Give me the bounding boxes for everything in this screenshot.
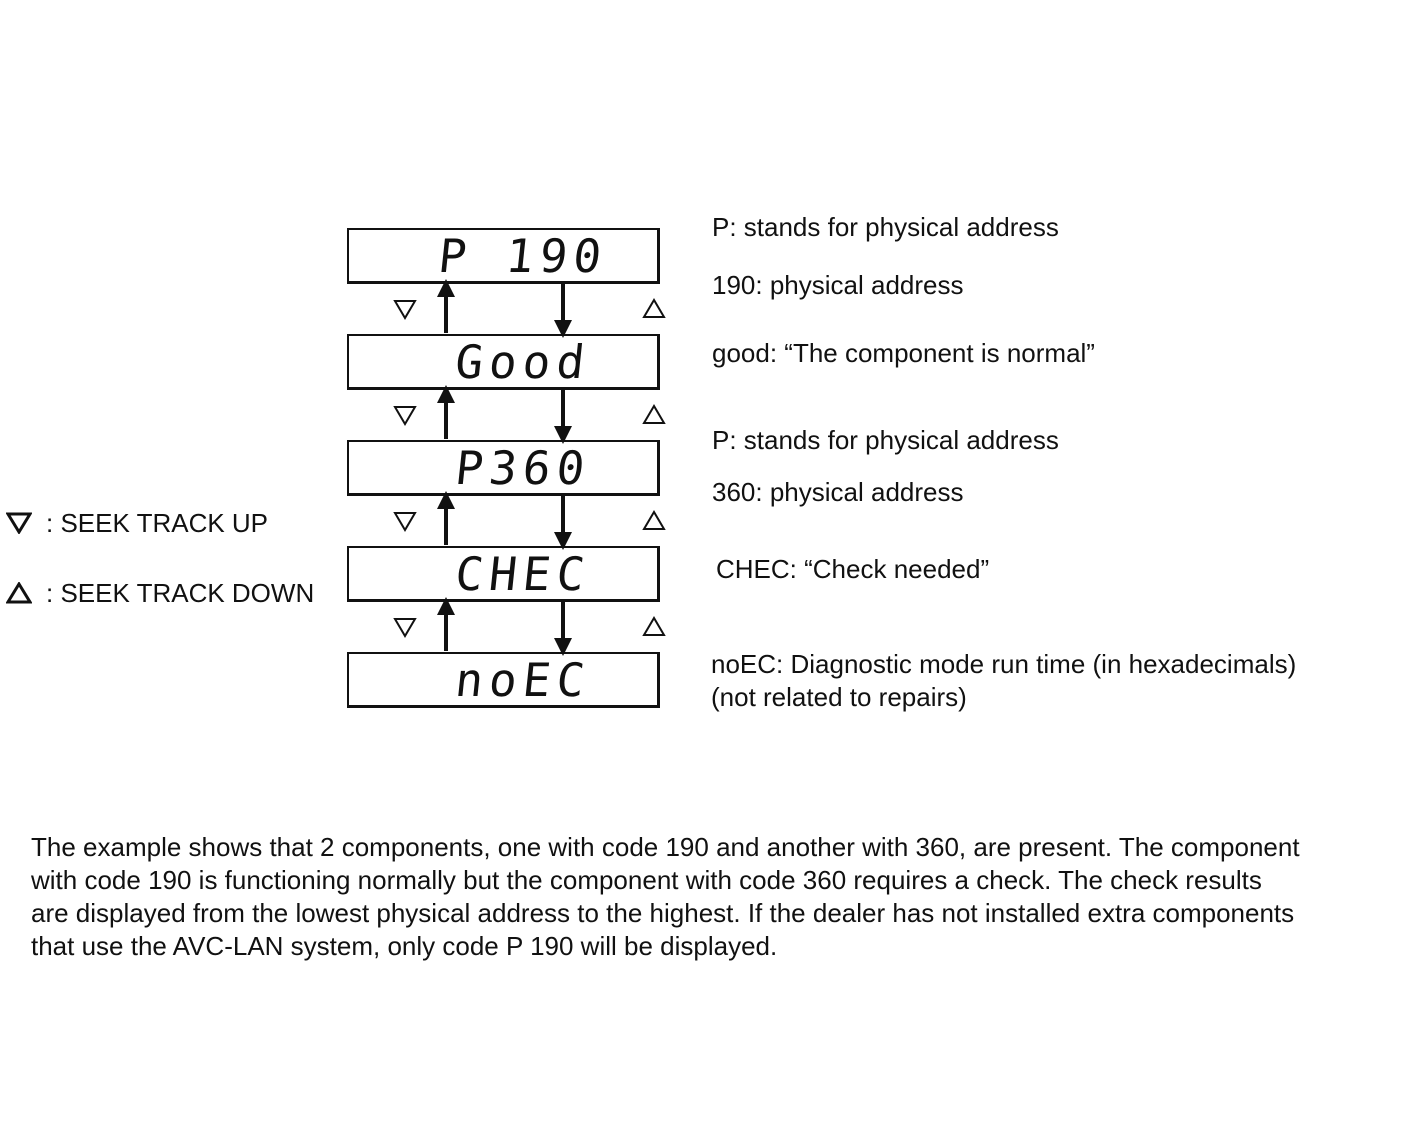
- seek-up-triangle-icon: [393, 618, 417, 638]
- seek-up-triangle-icon: [393, 406, 417, 426]
- lcd-display-noec: noEC: [347, 652, 660, 708]
- seek-down-triangle-icon: [642, 404, 666, 424]
- note-p-physical-address-2: P: stands for physical address: [712, 425, 1059, 455]
- seek-up-triangle-icon: [393, 300, 417, 320]
- paragraph-line: The example shows that 2 components, one…: [31, 832, 1300, 862]
- lcd-display-p190: P 190: [347, 228, 660, 284]
- up-triangle-icon: [6, 582, 32, 604]
- paragraph-line: that use the AVC-LAN system, only code P…: [31, 931, 778, 961]
- note-chec: CHEC: “Check needed”: [716, 554, 990, 584]
- transition-gap-2: [393, 385, 666, 444]
- note-address-190: 190: physical address: [712, 270, 964, 300]
- paragraph-line: with code 190 is functioning normally bu…: [31, 865, 1262, 895]
- note-good: good: “The component is normal”: [712, 338, 1095, 368]
- lcd-display-p360: P360: [347, 440, 660, 496]
- seek-up-triangle-icon: [393, 512, 417, 532]
- legend-down-label: : SEEK TRACK DOWN: [46, 578, 315, 608]
- seek-down-triangle-icon: [642, 616, 666, 636]
- transition-gap-1: [393, 279, 666, 338]
- lcd-display-chec: CHEC: [347, 546, 660, 602]
- note-noec-line2: (not related to repairs): [711, 682, 967, 712]
- legend-seek-track-up: : SEEK TRACK UP: [6, 508, 268, 538]
- explanation-paragraph: The example shows that 2 components, one…: [31, 831, 1401, 963]
- transition-gap-4: [393, 597, 666, 656]
- legend-up-label: : SEEK TRACK UP: [46, 508, 269, 538]
- legend-seek-track-down: : SEEK TRACK DOWN: [6, 578, 314, 608]
- seek-down-triangle-icon: [642, 298, 666, 318]
- paragraph-line: are displayed from the lowest physical a…: [31, 898, 1295, 928]
- down-triangle-icon: [6, 512, 32, 534]
- note-address-360: 360: physical address: [712, 477, 964, 507]
- lcd-display-good: Good: [347, 334, 660, 390]
- transition-gap-3: [393, 491, 666, 550]
- note-noec-line1: noEC: Diagnostic mode run time (in hexad…: [711, 649, 1297, 679]
- note-p-physical-address-1: P: stands for physical address: [712, 212, 1059, 242]
- seek-down-triangle-icon: [642, 510, 666, 530]
